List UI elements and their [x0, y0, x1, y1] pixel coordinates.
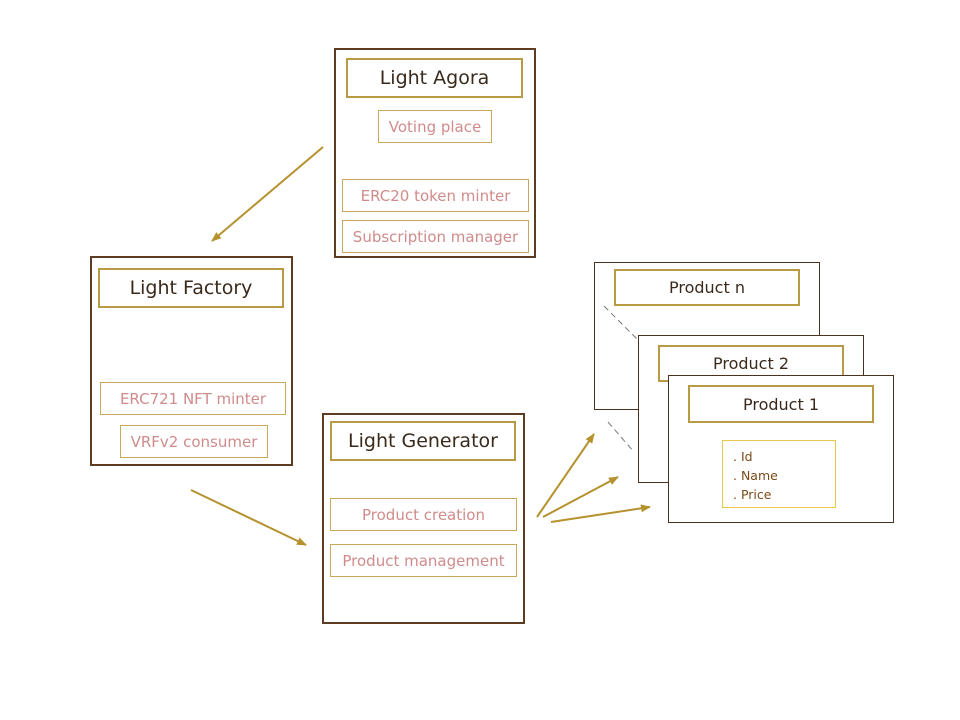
field-id: . Id — [733, 449, 753, 464]
product-1-title: Product 1 — [688, 385, 874, 423]
agora-tag-erc20: ERC20 token minter — [342, 179, 529, 212]
product-n-title: Product n — [614, 269, 800, 306]
agora-tag-voting: Voting place — [378, 110, 492, 143]
field-price: . Price — [733, 487, 772, 502]
generator-title: Light Generator — [330, 421, 516, 461]
factory-tag-erc721: ERC721 NFT minter — [100, 382, 286, 415]
factory-title: Light Factory — [98, 268, 284, 308]
generator-tag-management: Product management — [330, 544, 517, 577]
arrow-factory-to-generator — [190, 489, 307, 546]
generator-tag-creation: Product creation — [330, 498, 517, 531]
product-1-fields: . Id . Name . Price — [722, 440, 836, 508]
field-name: . Name — [733, 468, 778, 483]
arrow-agora-to-factory — [211, 146, 324, 242]
arrow-generator-to-product-1 — [550, 504, 651, 523]
agora-tag-subscription: Subscription manager — [342, 220, 529, 253]
stack-dash-upper — [603, 305, 639, 341]
arrow-generator-to-product-2 — [542, 476, 619, 518]
stack-dash-lower — [607, 421, 635, 453]
arrow-generator-to-product-n — [536, 433, 595, 518]
factory-tag-vrf: VRFv2 consumer — [120, 425, 268, 458]
agora-title: Light Agora — [346, 58, 523, 98]
